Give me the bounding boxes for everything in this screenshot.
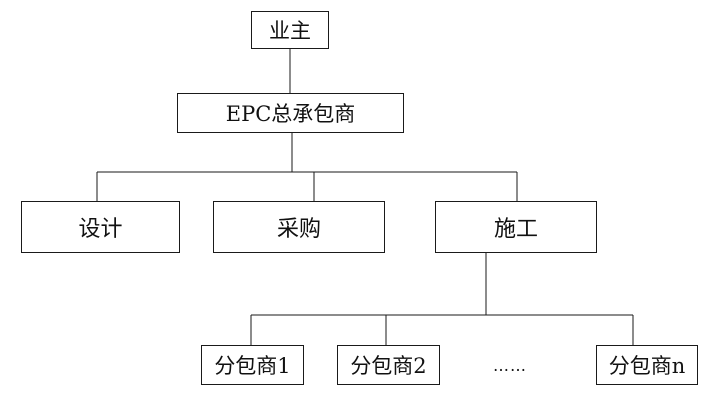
- procurement-label: 采购: [276, 217, 321, 242]
- subcontractor-n-node: 分包商n: [596, 345, 698, 385]
- construction-node: 施工: [435, 201, 597, 253]
- subcontractor-2-label: 分包商2: [350, 354, 427, 378]
- subcontractor-1-node: 分包商1: [201, 345, 304, 385]
- owner-node: 业主: [251, 11, 329, 49]
- subcontractor-2-node: 分包商2: [337, 345, 440, 385]
- procurement-node: 采购: [213, 201, 385, 253]
- epc-contractor-node: EPC总承包商: [177, 93, 404, 133]
- subcontractor-n-label: 分包商n: [608, 354, 686, 378]
- construction-label: 施工: [493, 217, 538, 242]
- epc-contractor-label: EPC总承包商: [225, 102, 356, 126]
- owner-label: 业主: [269, 19, 311, 43]
- ellipsis-text: ……: [493, 355, 527, 375]
- design-label: 设计: [78, 217, 123, 242]
- subcontractor-1-label: 分包商1: [214, 354, 291, 378]
- design-node: 设计: [21, 201, 180, 253]
